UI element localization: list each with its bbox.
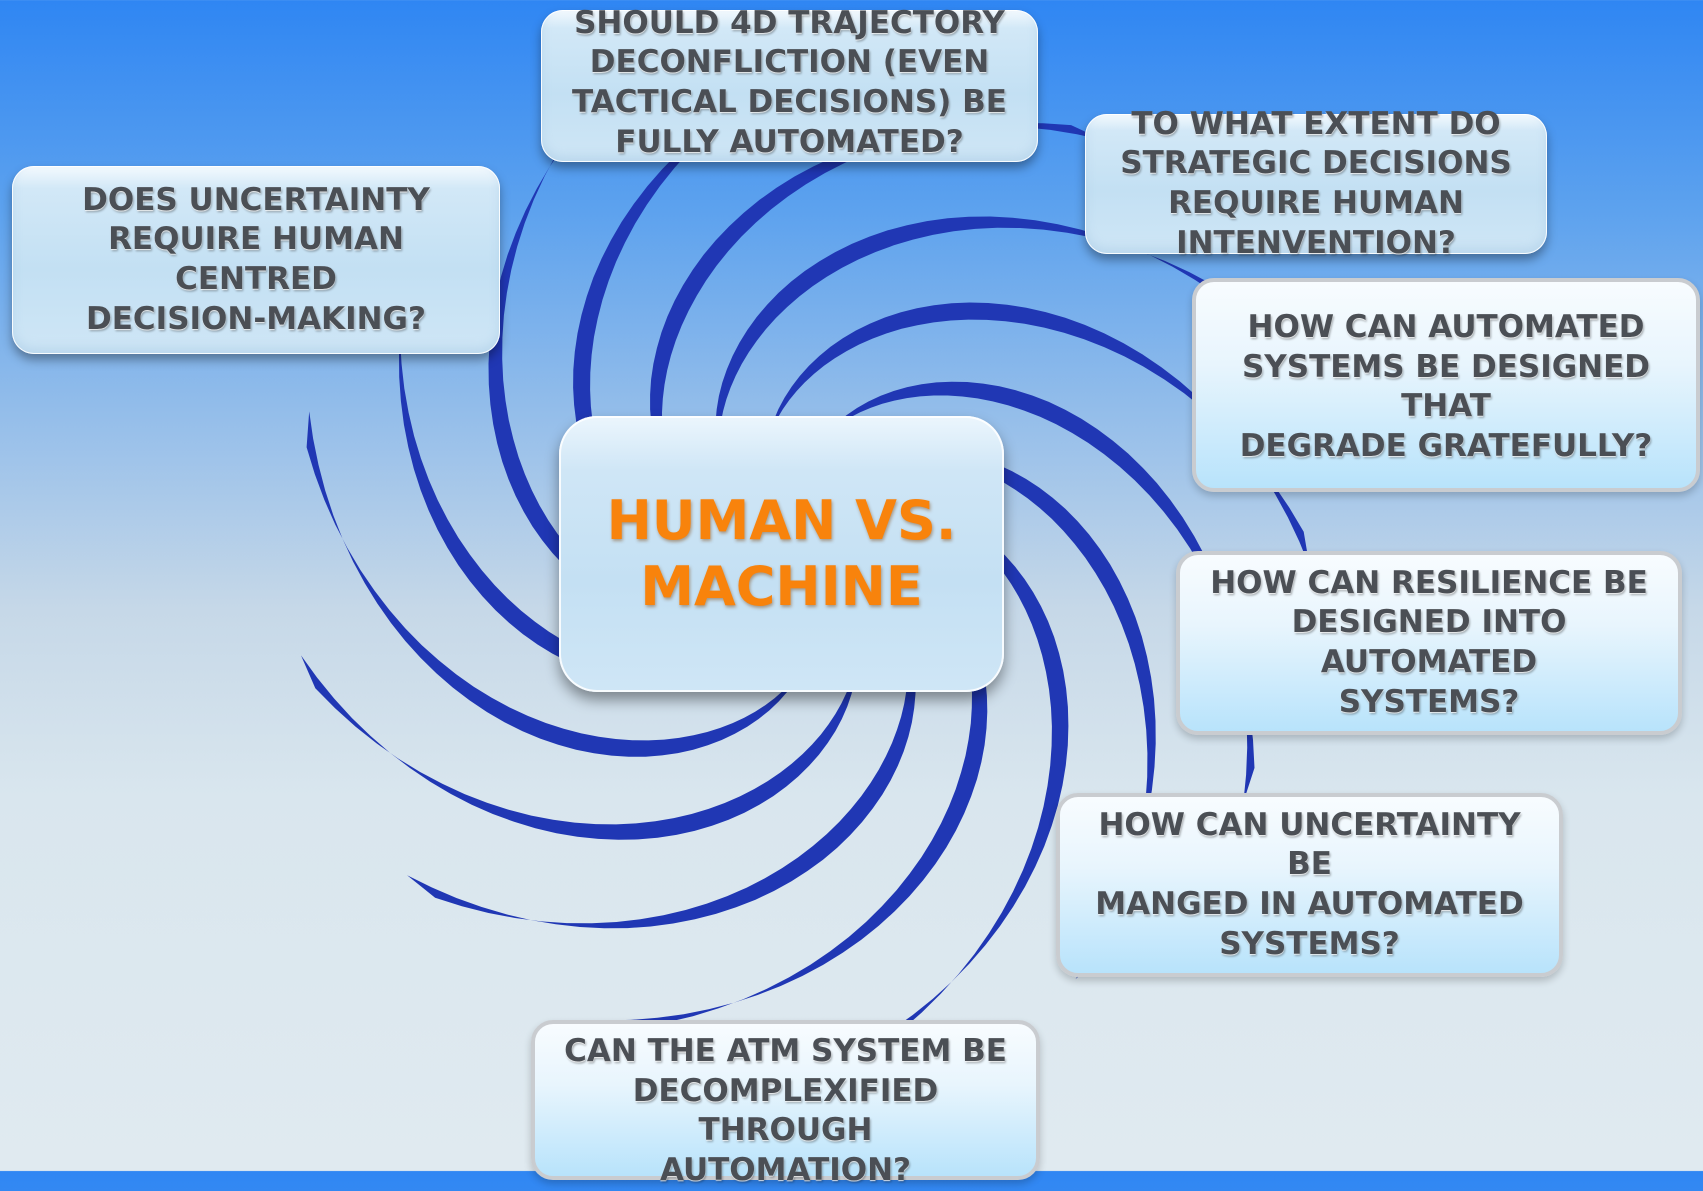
- question-4d-trajectory: SHOULD 4D TRAJECTORY DECONFLICTION (EVEN…: [541, 5, 1038, 162]
- question-label: DOES UNCERTAINTY REQUIRE HUMAN CENTRED D…: [82, 181, 430, 337]
- question-atm-decomplexified: CAN THE ATM SYSTEM BE DECOMPLEXIFIED THR…: [531, 1020, 1040, 1188]
- spiral-arm: [800, 381, 1255, 802]
- question-uncertainty-automated: HOW CAN UNCERTAINTY BE MANGED IN AUTOMAT…: [1056, 793, 1563, 977]
- question-degrade-gratefully: HOW CAN AUTOMATED SYSTEMS BE DESIGNED TH…: [1192, 278, 1700, 492]
- question-strategic-decisions: TO WHAT EXTENT DO STRATEGIC DECISIONS RE…: [1085, 106, 1547, 261]
- central-topic: HUMAN VS. MACHINE: [559, 416, 1004, 692]
- question-label: HOW CAN UNCERTAINTY BE MANGED IN AUTOMAT…: [1095, 806, 1524, 962]
- question-uncertainty-human-centred: DOES UNCERTAINTY REQUIRE HUMAN CENTRED D…: [12, 166, 500, 354]
- spiral-arm: [301, 613, 858, 840]
- question-label: TO WHAT EXTENT DO STRATEGIC DECISIONS RE…: [1120, 105, 1512, 261]
- question-label: SHOULD 4D TRAJECTORY DECONFLICTION (EVEN…: [572, 4, 1007, 160]
- central-topic-label: HUMAN VS. MACHINE: [606, 489, 957, 618]
- question-label: HOW CAN RESILIENCE BE DESIGNED INTO AUTO…: [1210, 564, 1648, 720]
- question-resilience: HOW CAN RESILIENCE BE DESIGNED INTO AUTO…: [1176, 551, 1682, 735]
- question-label: HOW CAN AUTOMATED SYSTEMS BE DESIGNED TH…: [1239, 309, 1653, 465]
- spiral-arm: [603, 540, 988, 1028]
- question-label: CAN THE ATM SYSTEM BE DECOMPLEXIFIED THR…: [564, 1033, 1007, 1189]
- spiral-arm: [306, 411, 820, 757]
